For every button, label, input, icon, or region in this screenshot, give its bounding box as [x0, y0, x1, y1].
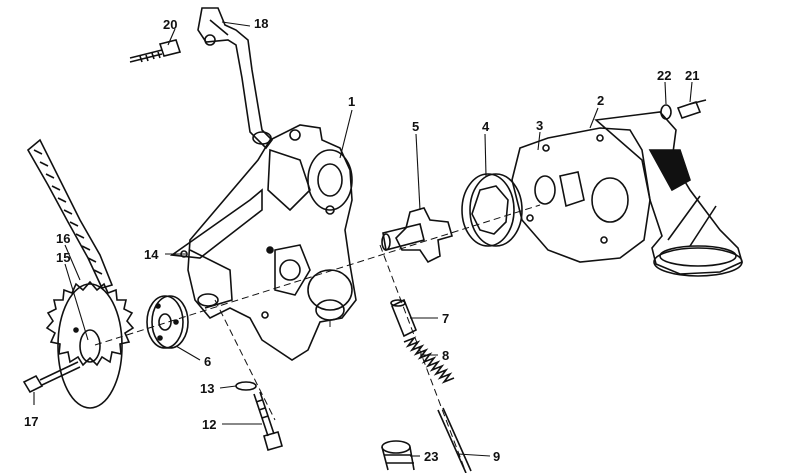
- washer-22: [660, 104, 672, 120]
- timing-chain: [26, 138, 114, 289]
- bolt-17: [22, 361, 81, 394]
- pressure-valve-piston: [390, 298, 418, 338]
- label-13: 13: [200, 381, 214, 396]
- label-21: 21: [685, 68, 699, 83]
- label-3: 3: [536, 118, 543, 133]
- sprocket: [45, 280, 135, 409]
- pump-bracket: [169, 188, 263, 259]
- label-22: 22: [657, 68, 671, 83]
- label-18: 18: [254, 16, 268, 31]
- plug-23: [381, 440, 415, 471]
- drive-hub: [146, 295, 189, 349]
- label-16: 16: [56, 231, 70, 246]
- label-4: 4: [482, 119, 490, 134]
- label-20: 20: [163, 17, 177, 32]
- pressure-relief-spring: [403, 336, 455, 384]
- washer-13: [235, 381, 257, 391]
- oil-pickup-tube: [197, 7, 274, 150]
- label-5: 5: [412, 119, 419, 134]
- label-1: 1: [348, 94, 355, 109]
- label-9: 9: [493, 449, 500, 464]
- label-6: 6: [204, 354, 211, 369]
- inner-rotor-shaft: [381, 207, 453, 264]
- outer-rotor: [461, 173, 523, 247]
- valve-rod: [437, 407, 472, 473]
- oil-pump-body: [187, 124, 357, 361]
- pump-cover: [511, 127, 651, 263]
- leader-lines: [33, 21, 693, 457]
- label-12: 12: [202, 417, 216, 432]
- label-15: 15: [56, 250, 70, 265]
- bolt-20: [129, 39, 182, 63]
- label-7: 7: [442, 311, 449, 326]
- label-14: 14: [144, 247, 159, 262]
- bolt-12: [253, 391, 283, 451]
- label-8: 8: [442, 348, 449, 363]
- oil-strainer: [594, 111, 743, 277]
- label-17: 17: [24, 414, 38, 429]
- label-23: 23: [424, 449, 438, 464]
- part-labels: 20 18 1 2 3 4 5 22 21 14 16 15 6 7 8 13 …: [24, 16, 699, 464]
- label-2: 2: [597, 93, 604, 108]
- bolt-21: [676, 99, 707, 119]
